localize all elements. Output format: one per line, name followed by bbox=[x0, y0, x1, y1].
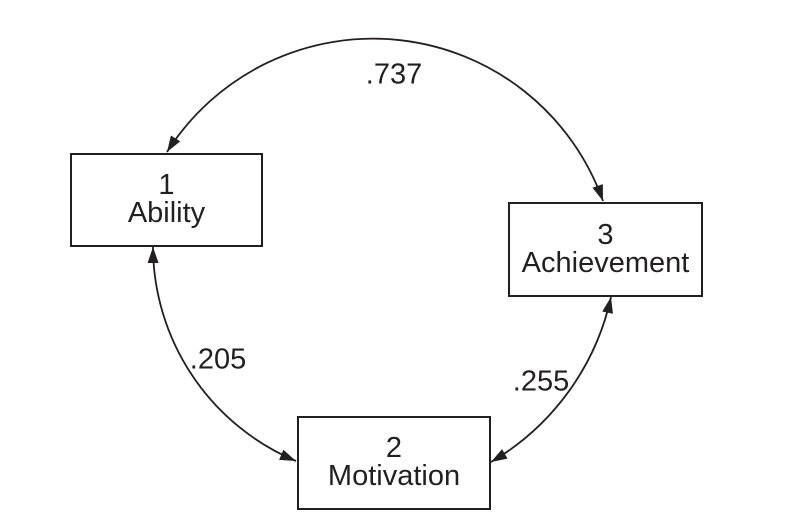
double-arrow-ability-motivation bbox=[147, 246, 297, 462]
correlation-value-motivation-achievement: .255 bbox=[512, 365, 570, 398]
node-motivation: 2 Motivation bbox=[297, 416, 491, 510]
correlation-value-ability-motivation: .205 bbox=[189, 343, 247, 376]
node-ability-number: 1 bbox=[158, 169, 175, 202]
node-achievement: 3 Achievement bbox=[508, 202, 703, 297]
node-motivation-number: 2 bbox=[385, 432, 403, 465]
node-ability-label: Ability bbox=[127, 197, 206, 229]
double-arrow-ability-achievement bbox=[166, 37, 604, 202]
node-achievement-number: 3 bbox=[597, 218, 614, 251]
node-motivation-label: Motivation bbox=[327, 460, 461, 492]
node-ability: 1 Ability bbox=[70, 153, 263, 247]
correlation-value-ability-achievement: .737 bbox=[365, 58, 423, 91]
double-arrow-motivation-achievement bbox=[490, 296, 613, 463]
node-achievement-label: Achievement bbox=[521, 246, 690, 279]
